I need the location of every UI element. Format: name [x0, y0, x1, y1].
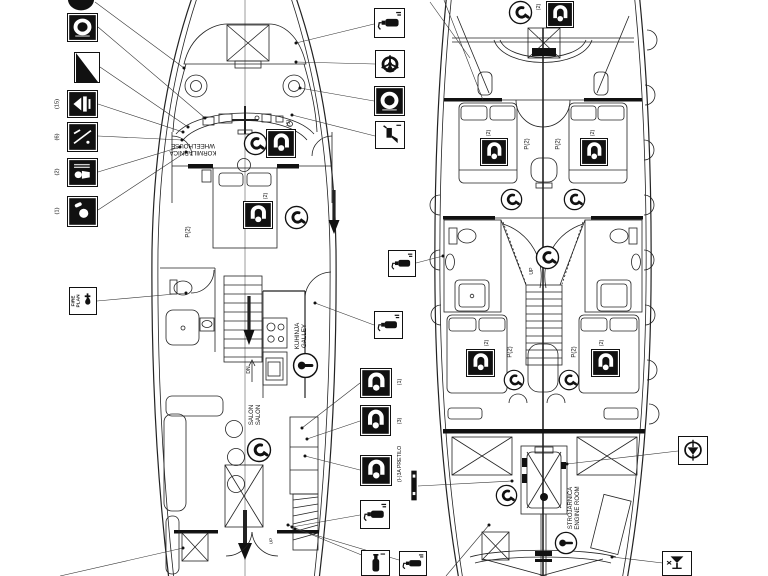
lower-deck-hull [429, 0, 660, 576]
lower-deck-fore-cabins [458, 102, 628, 189]
left-deck-bow [172, 23, 318, 135]
left-deck-wheelhouse [171, 112, 340, 234]
left-deck-hull [151, 0, 337, 576]
lower-deck-aft-cabins [446, 314, 640, 420]
leader-dots [178, 41, 614, 559]
left-deck-galley [262, 271, 332, 398]
left-deck-salon [163, 395, 319, 560]
lower-deck-stairs [525, 284, 563, 366]
left-deck-bathroom [160, 267, 216, 352]
left-deck-fore-cabin [201, 167, 278, 249]
left-deck-stairs [223, 275, 263, 382]
leader-lines [59, 0, 679, 576]
lower-deck-bow [444, 15, 642, 128]
lower-deck-engine-room [443, 429, 645, 576]
